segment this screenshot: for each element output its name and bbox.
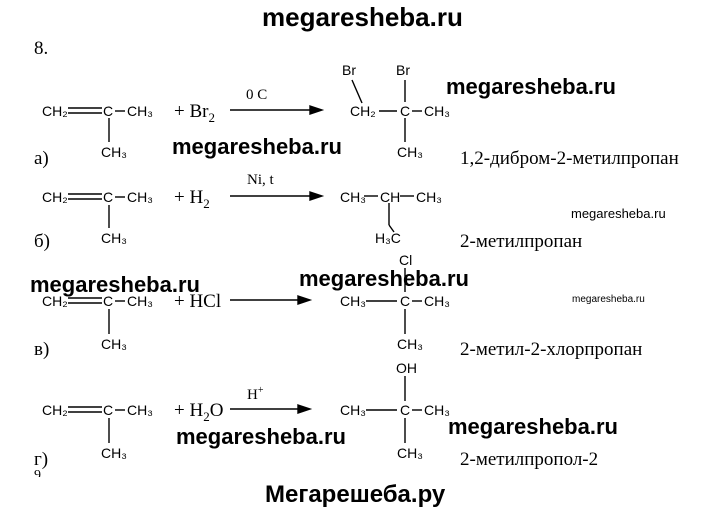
product-b-ch: CH bbox=[380, 189, 401, 205]
product-d-ch3-left: CH₃ bbox=[340, 402, 366, 418]
name-c: 2-метил-2-хлорпропан bbox=[460, 339, 643, 360]
product-c-cl: Cl bbox=[399, 252, 413, 268]
condition-b: Ni, t bbox=[247, 172, 274, 188]
watermark: megaresheba.ru bbox=[172, 134, 342, 159]
footer-watermark: Мегарешеба.ру bbox=[265, 481, 446, 508]
product-b-ch3-left: CH₃ bbox=[340, 189, 366, 205]
reactant-d-ch3-down: CH₃ bbox=[101, 445, 127, 461]
watermark: megaresheba.ru bbox=[176, 424, 346, 449]
watermark: megaresheba.ru bbox=[448, 414, 618, 439]
condition-d-sup: + bbox=[257, 385, 264, 396]
next-problem-number: 9 bbox=[34, 468, 41, 477]
reactant-a-ch3-down: CH₃ bbox=[101, 144, 127, 160]
reagent-d: + H2O bbox=[174, 400, 223, 425]
letter-d: г) bbox=[34, 449, 49, 470]
reactant-b-ch2: CH₂ bbox=[42, 189, 68, 205]
reagent-c: + HCl bbox=[174, 291, 222, 312]
product-c-ch3-left: CH₃ bbox=[340, 293, 366, 309]
condition-d-main: H bbox=[247, 387, 258, 403]
product-b-h3c: H₃C bbox=[375, 230, 401, 246]
product-c-c: C bbox=[400, 293, 411, 309]
watermark: megaresheba.ru bbox=[572, 294, 645, 305]
reagent-a-main: + Br bbox=[174, 101, 209, 122]
condition-a: 0 C bbox=[246, 87, 268, 103]
reagent-d-tail: O bbox=[209, 400, 224, 421]
product-c-ch3-right: CH₃ bbox=[424, 293, 450, 309]
reagent-d-sub: 2 bbox=[203, 408, 210, 424]
product-a-ch3-down: CH₃ bbox=[397, 144, 423, 160]
product-d-ch3-right: CH₃ bbox=[424, 402, 450, 418]
product-a-br1: Br bbox=[342, 62, 356, 78]
header-watermark: megaresheba.ru bbox=[262, 2, 463, 32]
reactant-c-ch2: CH₂ bbox=[42, 293, 68, 309]
letter-b: б) bbox=[34, 231, 50, 252]
watermark: megaresheba.ru bbox=[571, 206, 666, 221]
product-a-ch2: CH₂ bbox=[350, 103, 376, 119]
reagent-d-main: + H bbox=[174, 400, 204, 421]
product-a-ch3: CH₃ bbox=[424, 103, 450, 119]
reactant-d-ch2: CH₂ bbox=[42, 402, 68, 418]
letter-c: в) bbox=[34, 339, 50, 360]
letter-a: а) bbox=[34, 148, 49, 169]
reactant-a-ch2: CH₂ bbox=[42, 103, 68, 119]
reagent-b: + H2 bbox=[174, 187, 210, 212]
reactant-d-c: C bbox=[103, 402, 114, 418]
reactant-a-ch3: CH₃ bbox=[127, 103, 153, 119]
name-b: 2-метилпропан bbox=[460, 231, 583, 252]
product-b-ch3-right: CH₃ bbox=[416, 189, 442, 205]
product-a-c: C bbox=[400, 103, 411, 119]
watermark: megaresheba.ru bbox=[446, 74, 616, 99]
reactant-b-ch3: CH₃ bbox=[127, 189, 153, 205]
product-a-br2: Br bbox=[396, 62, 410, 78]
reactant-c-c: C bbox=[103, 293, 114, 309]
product-d-oh: OH bbox=[396, 360, 417, 376]
reactant-d-ch3: CH₃ bbox=[127, 402, 153, 418]
reagent-a: + Br2 bbox=[174, 101, 215, 126]
reactant-a-c: C bbox=[103, 103, 114, 119]
reagent-b-sub: 2 bbox=[203, 195, 210, 211]
name-d: 2-метилпропол-2 bbox=[460, 449, 599, 470]
reagent-a-sub: 2 bbox=[208, 109, 215, 125]
reactant-b-ch3-down: CH₃ bbox=[101, 230, 127, 246]
reactant-b-c: C bbox=[103, 189, 114, 205]
reagent-b-main: + H bbox=[174, 187, 204, 208]
reactant-c-ch3: CH₃ bbox=[127, 293, 153, 309]
product-c-ch3-down: CH₃ bbox=[397, 336, 423, 352]
name-a: 1,2-дибром-2-метилпропан bbox=[460, 148, 679, 169]
condition-d: H+ bbox=[247, 385, 263, 404]
product-d-c: C bbox=[400, 402, 411, 418]
watermark: megaresheba.ru bbox=[30, 272, 200, 297]
product-d-ch3-down: CH₃ bbox=[397, 445, 423, 461]
problem-number: 8. bbox=[34, 38, 49, 59]
watermark: megaresheba.ru bbox=[299, 266, 469, 291]
reactant-c-ch3-down: CH₃ bbox=[101, 336, 127, 352]
